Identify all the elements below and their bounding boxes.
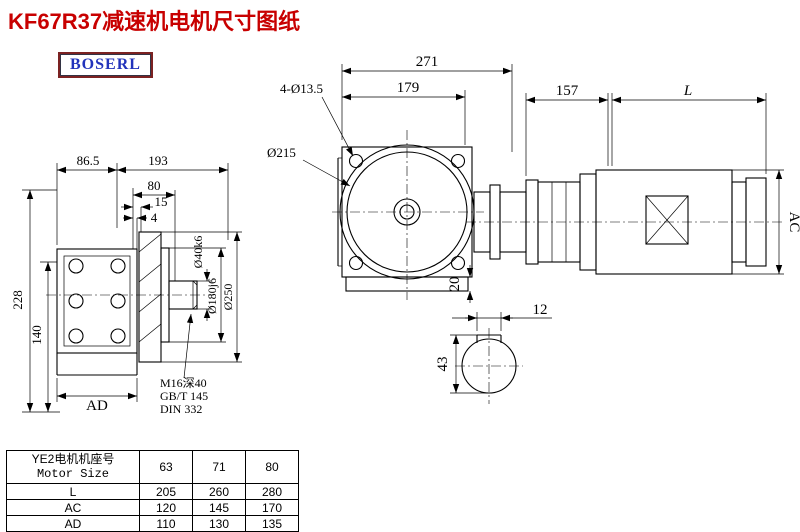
- tap-hole: [68, 258, 84, 274]
- value-L-71: 260: [192, 483, 246, 500]
- dim-86-5: 86.5: [77, 153, 100, 168]
- motor-size-table: YE2电机机座号 Motor Size 63 71 80 L 205 260 2…: [6, 450, 299, 532]
- dim-157: 157: [556, 83, 579, 99]
- table-row: L 205 260 280: [6, 483, 299, 500]
- dim-12: 12: [533, 302, 548, 318]
- page-title: KF67R37减速机电机尺寸图纸: [8, 9, 301, 34]
- brand-logo: BOSERL: [58, 52, 153, 78]
- table-header-label: YE2电机机座号 Motor Size: [6, 450, 140, 484]
- tap-hole: [110, 293, 126, 309]
- dim-179: 179: [397, 80, 420, 96]
- nameplate-box: [645, 195, 689, 245]
- dim-d180j6: Ø180j6: [205, 278, 219, 314]
- tap-hole: [68, 293, 84, 309]
- header-cn: YE2电机机座号: [31, 452, 115, 466]
- dim-80: 80: [148, 178, 161, 193]
- front-view: 271 179 4-Ø13.5 Ø215 20: [267, 54, 513, 303]
- size-63: 63: [139, 450, 193, 484]
- table-header-row: YE2电机机座号 Motor Size 63 71 80: [6, 450, 299, 484]
- value-AC-71: 145: [192, 499, 246, 516]
- dim-43: 43: [435, 357, 451, 372]
- table-row: AD 110 130 135: [6, 515, 299, 532]
- dim-d215: Ø215: [267, 145, 296, 160]
- value-AC-80: 170: [245, 499, 299, 516]
- dim-4: 4: [151, 210, 158, 225]
- dim-140: 140: [29, 325, 44, 345]
- header-en: Motor Size: [36, 467, 109, 481]
- dim-20: 20: [447, 277, 463, 292]
- shaft-section-view: 12 43: [435, 302, 552, 404]
- dim-AC: AC: [786, 212, 800, 233]
- mount-face: [56, 248, 138, 354]
- size-80: 80: [245, 450, 299, 484]
- value-AD-71: 130: [192, 515, 246, 532]
- value-L-63: 205: [139, 483, 193, 500]
- value-L-80: 280: [245, 483, 299, 500]
- note-gbt145: GB/T 145: [160, 389, 208, 403]
- value-AD-80: 135: [245, 515, 299, 532]
- row-label-AD: AD: [6, 515, 140, 532]
- dim-L: L: [683, 83, 692, 99]
- size-71: 71: [192, 450, 246, 484]
- value-AD-63: 110: [139, 515, 193, 532]
- note-din332: DIN 332: [160, 402, 202, 416]
- dim-193: 193: [148, 153, 168, 168]
- fan-cover: [745, 177, 767, 267]
- note-m16: M16深40: [160, 376, 207, 390]
- tap-hole: [68, 328, 84, 344]
- dim-d250: Ø250: [221, 284, 235, 311]
- motor-view: 157 L AC: [466, 83, 800, 275]
- dim-228: 228: [10, 290, 25, 310]
- bolt-hole: [450, 153, 466, 169]
- left-view: 86.5 193 80 15 4 228 140 AD Ø40k6: [10, 153, 242, 416]
- bolt-hole: [348, 153, 364, 169]
- dim-bolt-holes: 4-Ø13.5: [280, 81, 323, 96]
- table-row: AC 120 145 170: [6, 499, 299, 516]
- dim-AD: AD: [86, 398, 108, 414]
- output-shaft: [168, 280, 198, 310]
- value-AC-63: 120: [139, 499, 193, 516]
- row-label-L: L: [6, 483, 140, 500]
- row-label-AC: AC: [6, 499, 140, 516]
- dim-271: 271: [416, 54, 439, 70]
- dim-d40k6: Ø40k6: [191, 236, 205, 269]
- bolt-hole: [348, 255, 364, 271]
- tap-hole: [110, 258, 126, 274]
- dim-15: 15: [155, 194, 168, 209]
- bolt-hole: [450, 255, 466, 271]
- tap-hole: [110, 328, 126, 344]
